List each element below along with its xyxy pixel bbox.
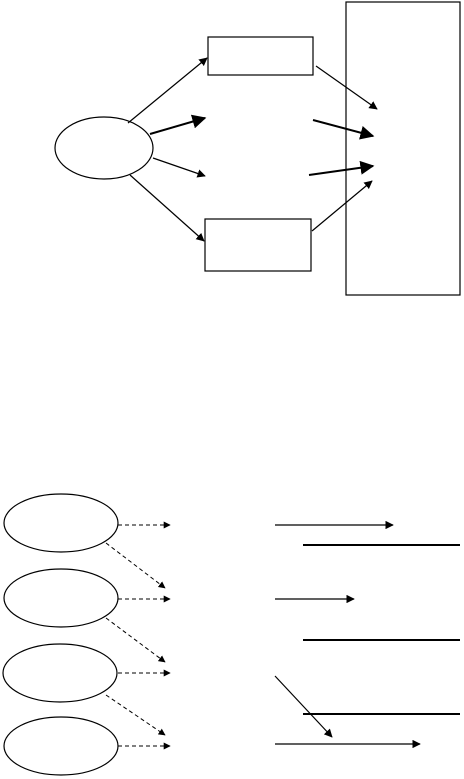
arrow-ellipse-to-mid-upper [149, 114, 207, 135]
arrow-mid-lower-to-panel [308, 160, 375, 176]
stage-ellipse-2 [3, 568, 119, 628]
arrow-upper-box-to-panel [315, 65, 378, 110]
bottom-figure [2, 493, 460, 776]
solid-arrow-diagonal [274, 675, 333, 738]
dashed-diagonal-1 [105, 542, 166, 589]
source-ellipse [54, 116, 154, 180]
stage-ellipse-1 [3, 493, 119, 553]
dashed-diagonal-3 [105, 694, 166, 736]
stage-ellipse-4 [3, 716, 119, 776]
arrow-lower-box-to-panel [311, 180, 373, 232]
top-figure [54, 1, 461, 296]
arrow-mid-upper-to-panel [312, 119, 375, 140]
upper-box [207, 36, 314, 76]
dashed-diagonal-2 [105, 617, 166, 663]
arrow-ellipse-to-mid-lower [152, 157, 206, 178]
target-panel [345, 1, 461, 296]
arrow-ellipse-to-upper-box [127, 57, 208, 124]
stage-ellipse-3 [2, 643, 118, 703]
arrow-ellipse-to-lower-box [129, 174, 205, 242]
lower-box [204, 218, 312, 272]
